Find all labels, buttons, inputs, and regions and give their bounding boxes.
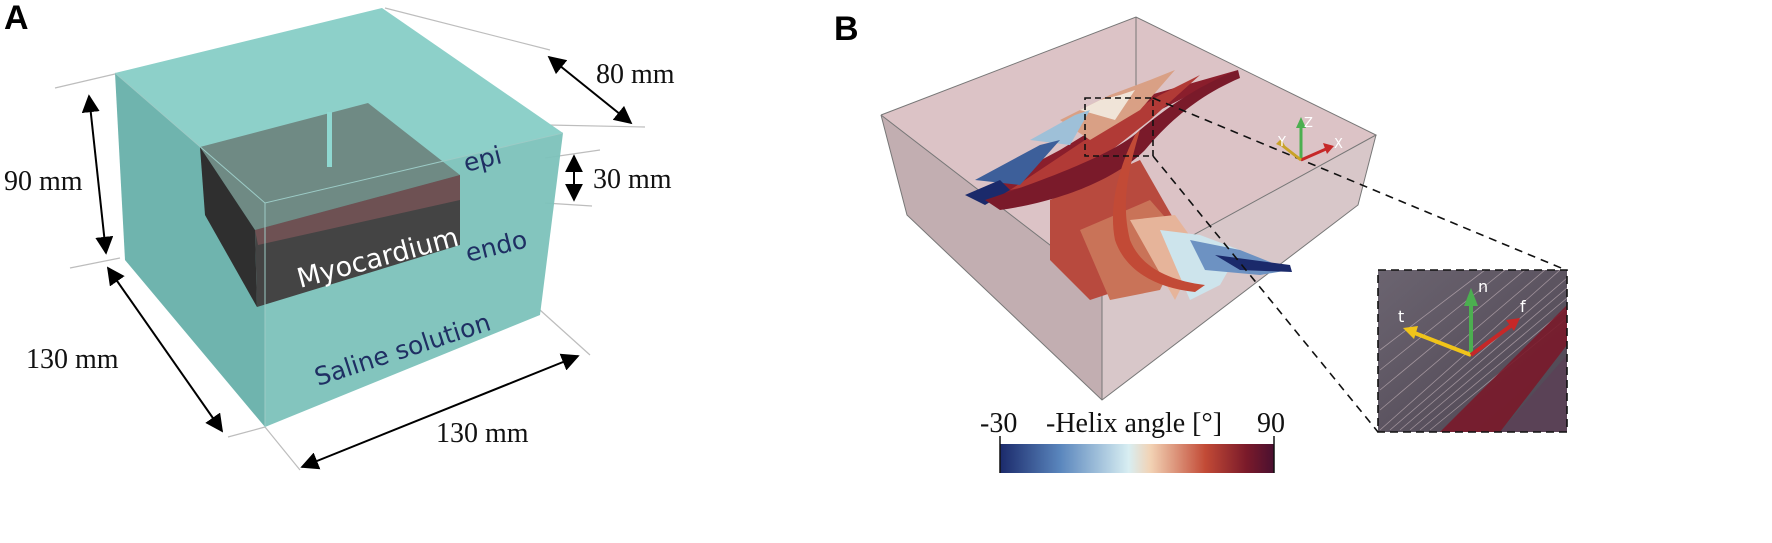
dimension-arrows (81, 55, 633, 470)
dim-slab-label: 30 mm (593, 164, 672, 195)
axis-x-label: X (1334, 137, 1343, 152)
orientation-triad: Z X Y (1276, 116, 1343, 162)
inset-n-label: n (1478, 277, 1488, 296)
axis-y-label: Y (1277, 135, 1286, 150)
zoom-box (1084, 97, 1154, 157)
dim-depth-label: 80 mm (596, 59, 675, 90)
dim-width-bottom-label: 130 mm (436, 418, 529, 449)
myocardium-slab (200, 103, 460, 307)
colorbar-title: -Helix angle [°] (1046, 408, 1222, 439)
colorbar: -30 -Helix angle [°] 90 (980, 408, 1285, 473)
panel-b: B (834, 10, 1568, 473)
inset-f-label: f (1520, 297, 1526, 316)
zoom-lines (1152, 97, 1567, 433)
panel-b-letter: B (834, 10, 859, 48)
panel-a-letter: A (4, 0, 29, 37)
colorbar-gradient (1000, 444, 1274, 473)
dim-width-left-label: 130 mm (26, 344, 119, 375)
box-edges (114, 72, 564, 427)
colorbar-min-label: -30 (980, 408, 1017, 439)
inset-t-label: t (1398, 307, 1404, 326)
inset: n t f (1377, 269, 1568, 433)
axis-z-label: Z (1304, 116, 1313, 131)
electrode (327, 112, 332, 167)
panel-a: A (4, 0, 675, 471)
dim-height-label: 90 mm (4, 166, 83, 197)
colorbar-max-label: 90 (1257, 408, 1285, 439)
